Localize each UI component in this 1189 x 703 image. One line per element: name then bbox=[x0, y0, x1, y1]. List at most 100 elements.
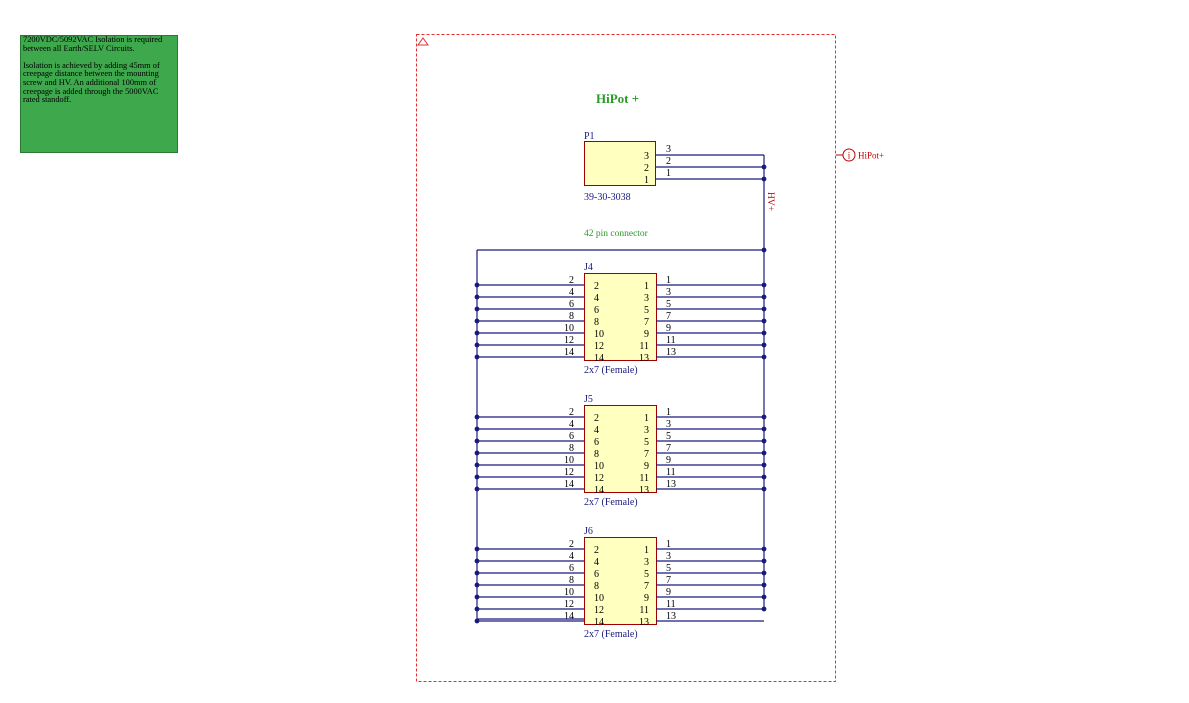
junction-dot bbox=[474, 450, 480, 456]
junction-dot bbox=[474, 582, 480, 588]
connector-note: 42 pin connector bbox=[584, 229, 649, 239]
header-pin-number: 14 bbox=[594, 485, 604, 496]
header-pin-label: 12 bbox=[564, 335, 574, 346]
header-pin-label: 2 bbox=[569, 539, 574, 550]
isolation-note-line-1: 7200VDC/5092VAC Isolation is required be… bbox=[23, 35, 163, 53]
header-pin-label: 11 bbox=[666, 335, 676, 346]
header-body[interactable] bbox=[584, 405, 657, 493]
isolation-note-line-2: Isolation is achieved by adding 45mm of … bbox=[23, 60, 160, 105]
header-pin-number: 5 bbox=[644, 305, 649, 316]
header-pin-label: 10 bbox=[564, 323, 574, 334]
p1-pin-number: 2 bbox=[644, 163, 649, 174]
header-pin-number: 7 bbox=[644, 317, 649, 328]
header-ref: J5 bbox=[584, 394, 593, 405]
junction-dot bbox=[761, 306, 767, 312]
junction-dot bbox=[761, 342, 767, 348]
header-pin-number: 7 bbox=[644, 449, 649, 460]
junction-dot bbox=[761, 570, 767, 576]
header-pin-number: 12 bbox=[594, 473, 604, 484]
p1-ref: P1 bbox=[584, 131, 595, 142]
header-pin-label: 6 bbox=[569, 563, 574, 574]
junction-dot bbox=[761, 426, 767, 432]
p1-pin-label: 3 bbox=[666, 144, 671, 155]
header-pin-number: 9 bbox=[644, 329, 649, 340]
junction-dot bbox=[474, 474, 480, 480]
junction-dot bbox=[761, 354, 767, 360]
junction-dot bbox=[761, 438, 767, 444]
header-pin-label: 13 bbox=[666, 479, 676, 490]
header-pin-number: 1 bbox=[644, 281, 649, 292]
junction-dot bbox=[474, 426, 480, 432]
header-pin-label: 14 bbox=[564, 347, 574, 358]
junction-dot bbox=[474, 546, 480, 552]
header-pin-label: 6 bbox=[569, 299, 574, 310]
sheet-border bbox=[416, 34, 836, 682]
header-pin-label: 10 bbox=[564, 455, 574, 466]
header-pin-label: 1 bbox=[666, 275, 671, 286]
header-pin-number: 6 bbox=[594, 437, 599, 448]
header-pin-number: 13 bbox=[639, 353, 649, 364]
port-label[interactable]: HiPot+ bbox=[858, 151, 884, 161]
wires bbox=[474, 154, 767, 624]
header-body[interactable] bbox=[584, 537, 657, 625]
sheet-corner-marker-icon bbox=[417, 37, 429, 46]
junction-dot bbox=[761, 450, 767, 456]
header-pin-label: 3 bbox=[666, 551, 671, 562]
junction-dot bbox=[474, 486, 480, 492]
header-pin-number: 8 bbox=[594, 317, 599, 328]
header-ref: J6 bbox=[584, 526, 593, 537]
header-pin-label: 7 bbox=[666, 443, 671, 454]
p1-value: 39-30-3038 bbox=[584, 192, 631, 203]
header-pin-number: 5 bbox=[644, 437, 649, 448]
header-pin-label: 12 bbox=[564, 599, 574, 610]
port-icon[interactable] bbox=[842, 148, 856, 162]
sheet-title: HiPot + bbox=[596, 91, 639, 106]
header-pin-number: 9 bbox=[644, 593, 649, 604]
junction-dot bbox=[474, 570, 480, 576]
header-pin-label: 8 bbox=[569, 443, 574, 454]
header-pin-label: 5 bbox=[666, 431, 671, 442]
header-body[interactable] bbox=[584, 273, 657, 361]
header-pin-number: 10 bbox=[594, 461, 604, 472]
header-pin-number: 10 bbox=[594, 329, 604, 340]
header-pin-number: 13 bbox=[639, 485, 649, 496]
junction-dot bbox=[474, 462, 480, 468]
header-pin-number: 3 bbox=[644, 293, 649, 304]
header-pin-label: 5 bbox=[666, 299, 671, 310]
junction-dot bbox=[761, 606, 767, 612]
header-pin-label: 14 bbox=[564, 611, 574, 622]
header-pin-number: 3 bbox=[644, 557, 649, 568]
junction-dot bbox=[474, 618, 480, 624]
junction-dot bbox=[474, 330, 480, 336]
p1-body[interactable] bbox=[584, 141, 656, 186]
header-pin-label: 12 bbox=[564, 467, 574, 478]
junction-dot bbox=[474, 414, 480, 420]
junction-dot bbox=[474, 342, 480, 348]
junction-dot bbox=[474, 438, 480, 444]
header-pin-number: 14 bbox=[594, 617, 604, 628]
header-pin-number: 7 bbox=[644, 581, 649, 592]
junction-dot bbox=[761, 294, 767, 300]
header-pin-label: 10 bbox=[564, 587, 574, 598]
junction-dot bbox=[474, 306, 480, 312]
header-pin-label: 13 bbox=[666, 347, 676, 358]
junction-dot bbox=[761, 414, 767, 420]
header-pin-number: 2 bbox=[594, 413, 599, 424]
header-pin-label: 9 bbox=[666, 455, 671, 466]
header-pin-number: 2 bbox=[594, 281, 599, 292]
junction-dot bbox=[474, 594, 480, 600]
junction-dot bbox=[474, 294, 480, 300]
header-value: 2x7 (Female) bbox=[584, 497, 638, 508]
header-pin-number: 1 bbox=[644, 545, 649, 556]
header-pin-number: 8 bbox=[594, 581, 599, 592]
header-pin-number: 12 bbox=[594, 605, 604, 616]
header-pin-number: 13 bbox=[639, 617, 649, 628]
header-pin-number: 6 bbox=[594, 569, 599, 580]
header-pin-number: 4 bbox=[594, 557, 599, 568]
header-pin-label: 6 bbox=[569, 431, 574, 442]
header-pin-number: 10 bbox=[594, 593, 604, 604]
junction-dot bbox=[761, 558, 767, 564]
